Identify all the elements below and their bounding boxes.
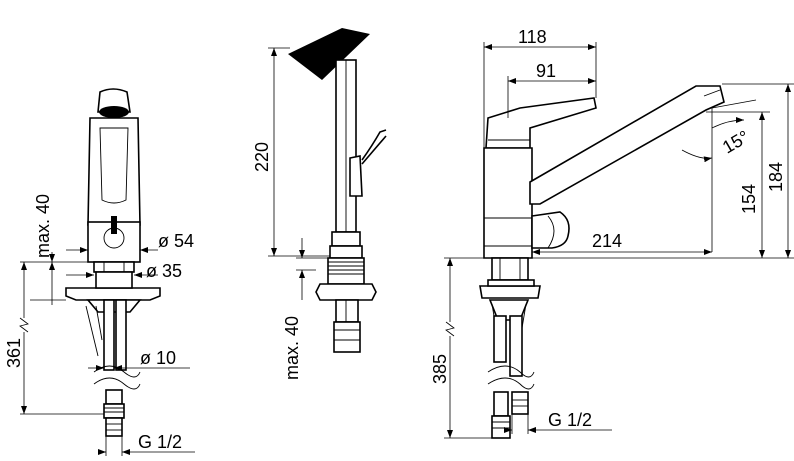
dim-385-label: 385 [430,354,450,384]
dim-154-label: 154 [739,184,759,214]
max-40-left-label: max. 40 [33,194,53,258]
profile-view: 118 91 15° 154 184 214 385 [430,27,794,439]
dim-214-label: 214 [592,231,622,251]
max-40-mid-label: max. 40 [282,316,302,380]
dim-91-label: 91 [536,61,556,81]
diameter-35-label: ø 35 [146,261,182,281]
front-view: max. 40 361 ø 54 ø 35 ø 10 G 1/2 [4,88,195,456]
g-half-right-label: G 1/2 [548,410,592,430]
dim-118-label: 118 [518,27,547,47]
dim-184-label: 184 [766,162,786,192]
angle-15-label: 15° [719,127,753,158]
side-view: 220 max. 40 [252,28,387,380]
dim-220-label: 220 [252,142,272,172]
diameter-10-label: ø 10 [140,348,176,368]
diameter-54-label: ø 54 [158,231,194,251]
dim-361-label: 361 [4,338,24,368]
g-half-left-label: G 1/2 [138,432,182,452]
